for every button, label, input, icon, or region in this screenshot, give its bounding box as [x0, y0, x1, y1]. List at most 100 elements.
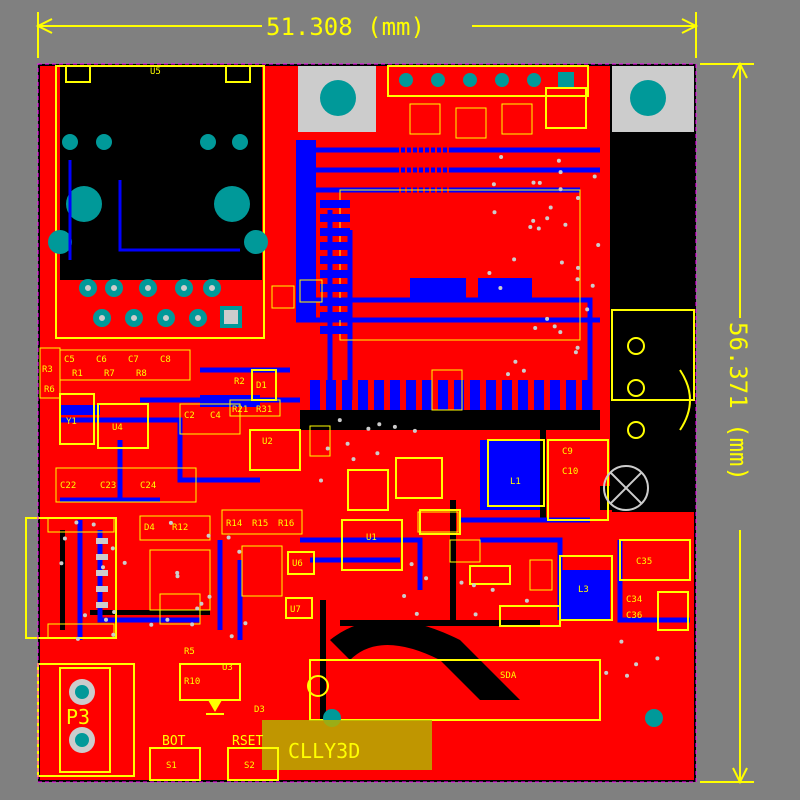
via — [604, 670, 609, 675]
r5-label: R5 — [184, 647, 195, 657]
c35-label: C35 — [636, 557, 652, 567]
c36-label: C36 — [626, 611, 642, 621]
via — [545, 316, 550, 321]
via — [499, 155, 504, 159]
via — [592, 174, 597, 179]
regulator-u3[interactable]: U3 R10 D3 — [179, 663, 265, 715]
via — [226, 535, 231, 540]
via — [492, 210, 497, 215]
module-pads-right[interactable] — [611, 309, 695, 439]
via — [366, 426, 371, 431]
inductor-l3[interactable]: L3 — [559, 555, 613, 621]
r31-label: R31 — [256, 405, 272, 415]
via — [195, 606, 200, 611]
via — [634, 662, 639, 667]
via — [165, 617, 170, 622]
passive-labels: C5 C6 C7 C8 R1 R7 R8 R6 C22 C23 C24 C2 C… — [42, 349, 303, 657]
pin-header-top[interactable] — [387, 65, 589, 129]
inductor-l1[interactable]: L1 — [487, 439, 545, 507]
boot-label: BOT — [162, 734, 186, 749]
capacitors-c34-c36[interactable]: C35 C34 C36 — [619, 539, 691, 631]
dimension-width: 51.308 (mm) — [35, 12, 699, 58]
via — [62, 536, 67, 541]
sda-label: SDA — [500, 671, 517, 681]
ic-u6[interactable]: U6 — [287, 551, 315, 575]
ic-u7[interactable]: U7 — [285, 597, 313, 619]
connector-p3[interactable]: P3 — [37, 663, 135, 777]
reset-button[interactable]: RSET S2 — [227, 734, 279, 781]
via — [392, 424, 397, 429]
r16-label: R16 — [278, 519, 294, 529]
u2-label: U2 — [262, 437, 273, 447]
ic-u4[interactable]: U4 — [97, 403, 149, 449]
l1-label: L1 — [510, 477, 521, 487]
via — [506, 372, 510, 377]
u1-label: U1 — [366, 533, 377, 543]
via — [576, 265, 580, 270]
via — [168, 520, 173, 525]
via — [424, 576, 429, 581]
via — [243, 621, 248, 626]
via — [545, 216, 550, 221]
via — [112, 610, 117, 614]
via — [575, 277, 580, 282]
usb-connector[interactable] — [25, 517, 117, 639]
via — [75, 636, 80, 641]
via — [531, 218, 536, 223]
r10-label: R10 — [184, 677, 200, 687]
regulator-u1[interactable]: U1 — [341, 457, 561, 627]
via — [319, 478, 323, 483]
capacitor-c9-c10[interactable]: C9 C10 — [547, 439, 649, 521]
r12-label: R12 — [172, 523, 188, 533]
via — [345, 441, 350, 446]
l3-label: L3 — [578, 585, 589, 595]
via — [104, 617, 108, 622]
width-dimension-label: 51.308 (mm) — [266, 13, 425, 41]
c4-label: C4 — [210, 411, 221, 421]
module-area — [612, 162, 694, 512]
s1-label: S1 — [166, 761, 177, 771]
via — [596, 243, 601, 247]
via — [536, 226, 541, 231]
crystal-y1[interactable]: Y1 — [59, 393, 95, 445]
via — [619, 639, 624, 644]
r7-label: R7 — [104, 369, 115, 379]
via — [548, 205, 553, 210]
u4-label: U4 — [112, 423, 123, 433]
logo-text: CLLY3D — [288, 739, 360, 763]
via — [351, 457, 356, 462]
via — [175, 570, 180, 575]
via — [375, 451, 380, 456]
via — [491, 182, 496, 187]
boot-button[interactable]: BOT S1 — [149, 734, 201, 781]
u5-label: U5 — [150, 67, 161, 77]
via — [655, 656, 660, 661]
ic-u2[interactable]: U2 — [249, 429, 301, 471]
c34-label: C34 — [626, 595, 642, 605]
d3-label: D3 — [254, 705, 265, 715]
y1-label: Y1 — [66, 417, 77, 427]
via — [207, 594, 212, 599]
c7-label: C7 — [128, 355, 139, 365]
via — [471, 583, 476, 588]
c24-label: C24 — [140, 481, 156, 491]
via — [552, 324, 557, 329]
via — [175, 574, 180, 579]
via — [625, 673, 629, 678]
r8-label: R8 — [136, 369, 147, 379]
via — [473, 612, 478, 617]
via — [558, 330, 563, 335]
via-field — [59, 155, 660, 678]
via — [576, 196, 580, 200]
rj45-connector-u5[interactable]: U5 — [48, 65, 268, 339]
mcu-footprint[interactable] — [310, 189, 592, 410]
via — [414, 611, 419, 616]
c9-label: C9 — [562, 447, 573, 457]
r3-label: R3 — [42, 365, 53, 375]
via — [498, 286, 503, 290]
via — [412, 428, 417, 433]
c2-label: C2 — [184, 411, 195, 421]
u3-label: U3 — [222, 663, 233, 673]
